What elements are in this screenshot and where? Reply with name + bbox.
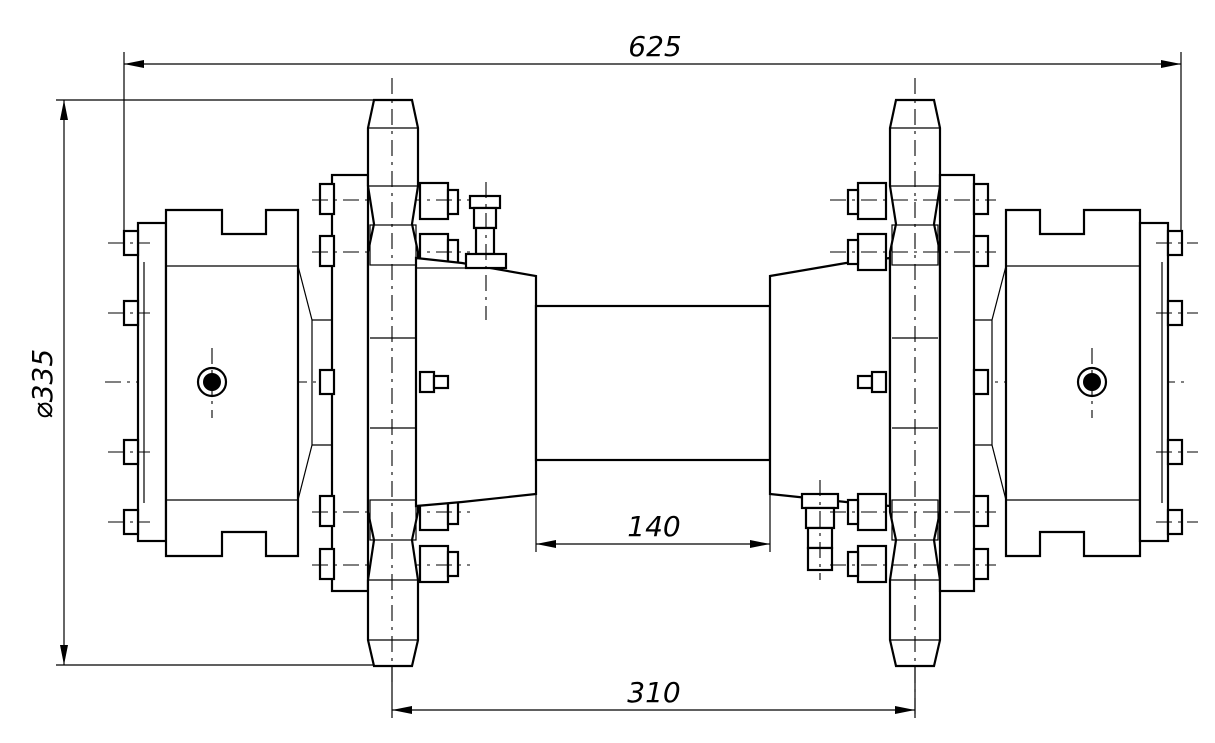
dimension-625-label: 625 <box>628 30 681 63</box>
right-assembly <box>768 78 1198 720</box>
dimension-shaft-length: 140 <box>535 460 771 552</box>
right-hub-flange-plate <box>1138 221 1170 543</box>
left-hub-flange-plate <box>136 221 168 543</box>
dimension-overall-length: 625 <box>123 30 1182 232</box>
dimension-310-label: 310 <box>627 676 680 709</box>
right-fitting <box>800 480 840 580</box>
right-hub-housing <box>1004 208 1142 558</box>
left-coupling-flange <box>330 173 370 593</box>
right-hub-bolts <box>1156 229 1198 536</box>
right-flange-bolts <box>830 181 996 584</box>
center-shaft <box>534 304 772 462</box>
left-hub-housing <box>164 208 300 558</box>
left-assembly <box>108 78 538 682</box>
dimension-140-label: 140 <box>627 510 680 543</box>
dimension-sprocket-spacing: 310 <box>391 666 916 718</box>
left-sprocket <box>366 98 420 668</box>
left-hub-bolts <box>108 229 150 536</box>
dimension-diameter: ⌀335 <box>26 99 374 666</box>
left-fitting <box>464 182 508 320</box>
dimension-335-label: ⌀335 <box>26 349 59 419</box>
right-coupling-flange <box>938 173 976 593</box>
right-sprocket <box>888 98 942 668</box>
